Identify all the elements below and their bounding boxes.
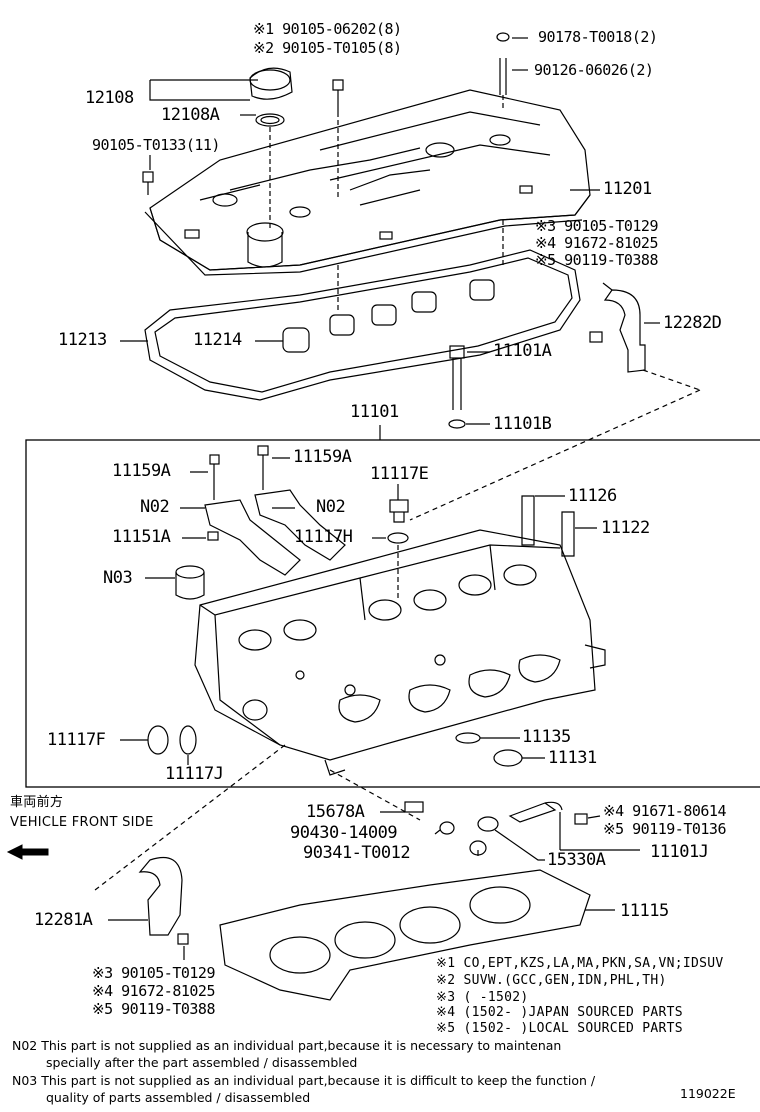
diagram-ref-number: 119022E [680, 1086, 736, 1101]
note-5: ※5 (1502- )LOCAL SOURCED PARTS [436, 1021, 683, 1036]
callout-sensor-2: ※5 90119-T0136 [603, 820, 726, 838]
note-4: ※4 (1502- )JAPAN SOURCED PARTS [436, 1005, 683, 1020]
callout-head-assy: 11101 [350, 402, 399, 422]
callout-seal-h: 11117H [294, 527, 353, 547]
valve-lifter [175, 565, 205, 600]
callout-gasket-inner: 11214 [193, 330, 242, 350]
callout-n02-left: N02 [140, 497, 170, 517]
callout-guide-122: 11122 [601, 518, 650, 538]
footnote-n02-line1: N02 This part is not supplied as an indi… [12, 1038, 562, 1053]
callout-sensor-part: 11101J [650, 842, 709, 862]
callout-top-bolt-2: ※2 90105-T0105(8) [253, 39, 402, 57]
note-2: ※2 SUVW.(GCC,GEN,IDN,PHL,TH) [436, 973, 667, 988]
cylinder-head [194, 529, 606, 776]
callout-plug-f: 11117F [47, 730, 106, 750]
head-gasket [219, 869, 591, 1001]
callout-bracket-r-2: ※4 91672-81025 [535, 234, 658, 252]
callout-bracket-l: 12281A [34, 910, 93, 930]
callout-bolt-mid: 11159A [293, 447, 352, 467]
callout-bracket-l-2: ※4 91672-81025 [92, 982, 215, 1000]
callout-nut: 90178-T0018(2) [538, 28, 658, 46]
callout-head-bolt: 11101A [493, 341, 552, 361]
callout-bracket-l-3: ※5 90119-T0388 [92, 1000, 215, 1018]
callout-cap: 12108 [85, 88, 134, 108]
callout-cover: 11201 [603, 179, 652, 199]
callout-n02-right: N02 [316, 497, 346, 517]
callout-top-bolt-1: ※1 90105-06202(8) [253, 20, 402, 38]
callout-stud: 90126-06026(2) [534, 61, 654, 79]
callout-oring-j: 11117J [165, 764, 224, 784]
note-1: ※1 CO,EPT,KZS,LA,MA,PKN,SA,VN;IDSUV [436, 956, 724, 971]
callout-sensor-1: ※4 91671-80614 [603, 802, 726, 820]
note-3: ※3 ( -1502) [436, 990, 529, 1005]
cylinder-head-frame [25, 439, 760, 788]
stud-nut [496, 32, 510, 110]
callout-oring-15330: 15330A [547, 850, 606, 870]
footnote-n03-line2: quality of parts assembled / disassemble… [46, 1090, 311, 1105]
side-plug [147, 725, 197, 755]
footnote-n02-line2: specially after the part assembled / dis… [46, 1055, 358, 1070]
callout-bracket-r: 12282D [663, 313, 722, 333]
callout-guide-126: 11126 [568, 486, 617, 506]
lower-fasteners [404, 801, 588, 856]
callout-bolt-15678: 15678A [306, 802, 365, 822]
callout-cap-gasket: 12108A [161, 105, 220, 125]
callout-n03: N03 [103, 568, 133, 588]
front-side-jp: 車両前方 [10, 795, 64, 810]
callout-bracket-l-1: ※3 90105-T0129 [92, 964, 215, 982]
callout-plug-90341: 90341-T0012 [303, 843, 411, 863]
bracket-left [138, 856, 189, 945]
head-bolt [448, 345, 466, 429]
callout-seal-135: 11135 [522, 727, 571, 747]
valve-guides [521, 495, 575, 557]
cover-bolt [332, 79, 344, 200]
front-side-en: VEHICLE FRONT SIDE [10, 815, 154, 830]
cover-gasket [144, 249, 581, 401]
callout-bolt-left: 11159A [112, 461, 171, 481]
callout-side-bolt: 90105-T0133(11) [92, 136, 220, 154]
callout-seal-131: 11131 [548, 748, 597, 768]
callout-pin: 11151A [112, 527, 171, 547]
callout-bracket-r-3: ※5 90119-T0388 [535, 251, 658, 269]
callout-gasket-outer: 11213 [58, 330, 107, 350]
callout-washer-90430: 90430-14009 [290, 823, 398, 843]
callout-head-washer: 11101B [493, 414, 552, 434]
arrow-left-icon [6, 844, 49, 860]
oil-filler-cap [249, 67, 293, 127]
callout-head-gasket: 11115 [620, 901, 669, 921]
head-plug [387, 484, 409, 600]
footnote-n03-line1: N03 This part is not supplied as an indi… [12, 1073, 596, 1088]
callout-bracket-r-1: ※3 90105-T0129 [535, 217, 658, 235]
side-bolt [142, 171, 154, 195]
bracket-right [589, 289, 646, 373]
callout-plug-e: 11117E [370, 464, 429, 484]
camshaft-bearing-caps [204, 445, 346, 576]
